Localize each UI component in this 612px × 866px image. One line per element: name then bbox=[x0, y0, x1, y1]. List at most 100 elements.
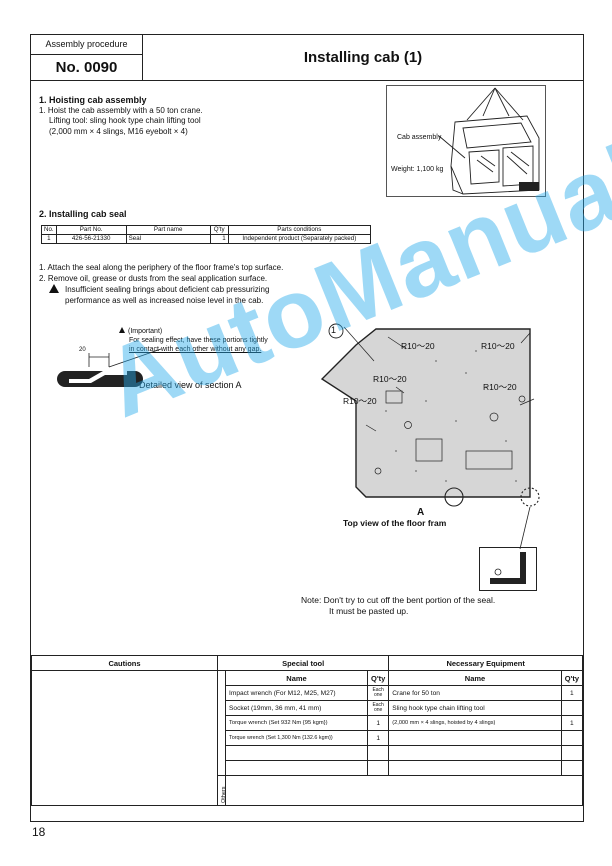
table-row: Impact wrench (For M12, M25, M27) Each o… bbox=[32, 685, 584, 701]
procedure-id-box: Assembly procedure No. 0090 bbox=[31, 35, 143, 81]
radius-label: R10～20 bbox=[401, 341, 435, 351]
empty-cell bbox=[388, 760, 562, 776]
equipment-qty: 1 bbox=[560, 685, 584, 701]
tools-table: Cautions Special tool Necessary Equipmen… bbox=[31, 655, 584, 806]
parts-table: No. Part No. Part name Q'ty Parts condit… bbox=[41, 225, 372, 244]
step-line: Lifting tool: sling hook type chain lift… bbox=[49, 116, 201, 125]
empty-cell bbox=[560, 730, 584, 746]
tool-name: Torque wrench (Set 1,300 Nm {132.6 kgm}) bbox=[225, 730, 368, 746]
others-cell: Others bbox=[217, 775, 227, 806]
cell: 1 bbox=[41, 234, 57, 244]
item-number: 1 bbox=[331, 325, 337, 335]
seal-note: Note: Don't try to cut off the bent port… bbox=[301, 595, 495, 617]
cell: 426-56-21330 bbox=[55, 234, 127, 244]
table-header-row: Name Q'ty Name Q'ty bbox=[31, 670, 584, 806]
others-content bbox=[225, 775, 583, 806]
detail-caption: Detailed view of section A bbox=[139, 380, 242, 390]
table-row bbox=[32, 760, 584, 776]
step-line: 1. Attach the seal along the periphery o… bbox=[39, 263, 284, 272]
radius-label: R10～20 bbox=[481, 341, 515, 351]
cautions-header: Cautions bbox=[31, 655, 218, 671]
bent-seal-detail bbox=[479, 547, 537, 591]
tool-name: Impact wrench (For M12, M25, M27) bbox=[225, 685, 368, 701]
empty-cell bbox=[388, 745, 562, 761]
important-line: For sealing effect, have these portions … bbox=[129, 337, 268, 344]
cautions-cell bbox=[31, 670, 218, 806]
equipment-name: Sling hook type chain lifting tool bbox=[388, 700, 562, 716]
empty-cell bbox=[225, 745, 368, 761]
important-line: in contact with each other without any g… bbox=[129, 346, 262, 353]
tool-qty: 1 bbox=[366, 730, 390, 746]
procedure-number: No. 0090 bbox=[55, 59, 118, 76]
equipment-header: Necessary Equipment bbox=[388, 655, 583, 671]
tool-name: Torque wrench (Set 932 Nm {95 kgm}) bbox=[225, 715, 368, 731]
procedure-header: Assembly procedure No. 0090 Installing c… bbox=[31, 35, 583, 81]
tool-name: Socket (19mm, 36 mm, 41 mm) bbox=[225, 700, 368, 716]
col-header: No. bbox=[41, 225, 57, 235]
empty-cell bbox=[225, 760, 368, 776]
empty-cell bbox=[366, 745, 390, 761]
col-header: Parts conditions bbox=[227, 225, 372, 235]
page-number: 18 bbox=[32, 825, 46, 839]
warning-line: performance as well as increased noise l… bbox=[65, 295, 264, 305]
radius-label: R10～20 bbox=[343, 396, 377, 406]
cell: Independent product (Separately packed) bbox=[227, 234, 372, 244]
cell: Seal bbox=[125, 234, 211, 244]
step-line: 2. Remove oil, grease or dusts from the … bbox=[39, 273, 268, 283]
important-line: (Important) bbox=[119, 327, 268, 336]
empty-cell bbox=[560, 760, 584, 776]
section-marker: A bbox=[417, 507, 425, 518]
cab-assembly-figure: Cab assembly Weight: 1,100 kg bbox=[386, 85, 546, 197]
tool-qty: Each one bbox=[366, 700, 390, 716]
col-header: Q'ty bbox=[209, 225, 229, 235]
floor-caption: Top view of the floor fram bbox=[343, 518, 447, 528]
procedure-label: Assembly procedure bbox=[31, 35, 142, 55]
tool-qty: Each one bbox=[366, 685, 390, 701]
empty-cell bbox=[560, 745, 584, 761]
col-header: Part name bbox=[125, 225, 211, 235]
col-header: Part No. bbox=[55, 225, 127, 235]
tool-qty: 1 bbox=[366, 715, 390, 731]
warning-icon bbox=[119, 327, 125, 333]
cell: 1 bbox=[209, 234, 229, 244]
equipment-name: Crane for 50 ton bbox=[388, 685, 562, 701]
equipment-name: (2,000 mm × 4 slings, hoisted by 4 sling… bbox=[388, 715, 562, 731]
cab-drawing bbox=[438, 87, 540, 195]
spacer-cell bbox=[217, 670, 226, 776]
step-line: (2,000 mm × 4 slings, M16 eyebolt × 4) bbox=[49, 126, 188, 136]
table-row bbox=[32, 745, 584, 761]
equipment-qty bbox=[560, 700, 584, 716]
col-header: Name bbox=[388, 670, 562, 686]
page-frame: Assembly procedure No. 0090 Installing c… bbox=[30, 34, 612, 822]
col-header: Q'ty bbox=[560, 670, 584, 686]
equipment-qty: 1 bbox=[560, 715, 584, 731]
table-header-row: Cautions Special tool Necessary Equipmen… bbox=[31, 655, 583, 671]
section-heading: 1. Hoisting cab assembly bbox=[39, 95, 147, 105]
important-note: (Important) For sealing effect, have the… bbox=[119, 327, 268, 354]
col-header: Q'ty bbox=[366, 670, 390, 686]
col-header: Name bbox=[225, 670, 368, 686]
warning-line: Insufficient sealing brings about defici… bbox=[39, 284, 283, 296]
empty-cell bbox=[388, 730, 562, 746]
figure-weight: Weight: 1,100 kg bbox=[391, 166, 444, 173]
note-line: It must be pasted up. bbox=[329, 606, 409, 616]
table-row: 1 426-56-21330 Seal 1 Independent produc… bbox=[41, 234, 372, 244]
floor-frame-drawing bbox=[320, 323, 540, 550]
tools-section: Cautions Special tool Necessary Equipmen… bbox=[31, 655, 584, 806]
radius-label: R10～20 bbox=[373, 374, 407, 384]
empty-cell bbox=[366, 760, 390, 776]
seal-steps: 1. Attach the seal along the periphery o… bbox=[39, 263, 283, 306]
parts-table-header: No. Part No. Part name Q'ty Parts condit… bbox=[41, 225, 372, 235]
warning-icon bbox=[49, 284, 59, 293]
bent-seal-drawing bbox=[490, 552, 526, 584]
table-row: Torque wrench (Set 932 Nm {95 kgm}) 1 (2… bbox=[32, 715, 584, 731]
others-label: Others bbox=[221, 786, 227, 803]
seal-detail-drawing bbox=[57, 348, 162, 387]
page-title: Installing cab (1) bbox=[303, 49, 423, 66]
special-tool-header: Special tool bbox=[216, 655, 390, 671]
note-line: Note: Don't try to cut off the bent port… bbox=[301, 595, 496, 605]
figure-label: Cab assembly bbox=[397, 134, 442, 141]
section-hoisting: 1. Hoisting cab assembly 1. Hoist the ca… bbox=[39, 95, 203, 137]
dimension-label: 20 bbox=[79, 347, 86, 353]
radius-label: R10～20 bbox=[483, 382, 517, 392]
